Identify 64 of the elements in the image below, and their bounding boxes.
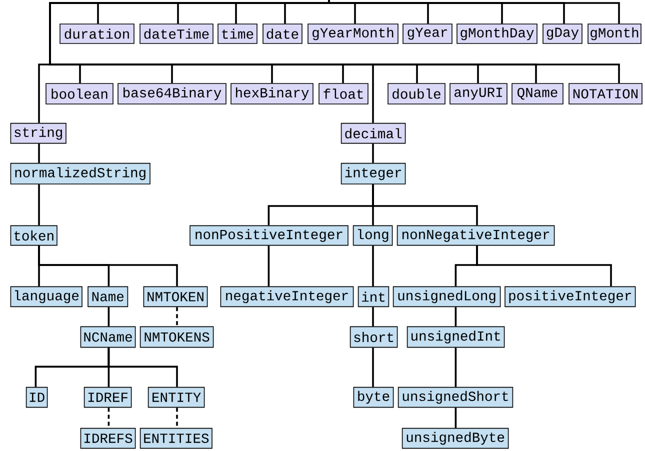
type-box: NCName xyxy=(80,326,136,348)
type-box: unsignedInt xyxy=(406,326,505,348)
type-box: NMTOKENS xyxy=(140,326,214,348)
type-box: nonNegativeInteger xyxy=(396,225,555,246)
type-box: anyURI xyxy=(450,83,508,104)
type-box: gYear xyxy=(402,24,452,44)
dashed-connector xyxy=(176,408,178,428)
type-box: integer xyxy=(340,162,406,184)
connector-line xyxy=(372,246,374,286)
connector-line xyxy=(372,144,374,163)
connector-line xyxy=(49,0,374,123)
type-box: unsignedShort xyxy=(398,386,514,408)
connector-line xyxy=(38,144,40,163)
type-box: unsignedByte xyxy=(402,428,509,449)
connector-line xyxy=(476,246,612,286)
type-box: long xyxy=(352,225,393,246)
type-box: language xyxy=(10,286,82,308)
type-box: NOTATION xyxy=(568,83,642,104)
type-box: base64Binary xyxy=(118,83,226,104)
type-box: gMonthDay xyxy=(456,24,538,44)
type-box: duration xyxy=(60,24,134,44)
type-box: hexBinary xyxy=(230,83,314,104)
type-box: IDREFS xyxy=(80,428,136,449)
connector-line xyxy=(372,348,374,387)
connector-line xyxy=(108,307,110,326)
type-box: IDREF xyxy=(84,386,132,408)
type-box: dateTime xyxy=(140,24,214,44)
type-box: double xyxy=(388,83,446,104)
type-box: short xyxy=(350,326,398,348)
connector-line xyxy=(268,246,270,286)
type-box: float xyxy=(318,83,368,104)
connector-line xyxy=(328,0,620,24)
connector-line xyxy=(454,307,457,326)
connector-line xyxy=(454,408,457,428)
type-box: ENTITY xyxy=(148,386,205,408)
type-box: unsignedLong xyxy=(392,286,501,308)
connector-line xyxy=(38,184,40,226)
type-box: ENTITIES xyxy=(140,428,212,449)
type-box: gMonth xyxy=(588,24,642,44)
type-box: time xyxy=(218,24,258,44)
connector-line xyxy=(454,348,457,387)
type-box: normalizedString xyxy=(10,162,150,184)
type-box: NMTOKEN xyxy=(143,286,208,308)
type-box: Name xyxy=(88,286,128,308)
dashed-connector xyxy=(108,408,110,428)
type-box: gYearMonth xyxy=(308,24,398,44)
type-box: token xyxy=(10,225,58,246)
type-box: decimal xyxy=(340,122,406,144)
type-box: date xyxy=(262,24,302,44)
connector-line xyxy=(108,348,178,387)
type-box: int xyxy=(358,286,390,308)
type-box: positiveInteger xyxy=(504,286,636,308)
dashed-connector xyxy=(176,307,178,326)
type-box: boolean xyxy=(46,83,114,104)
connector-line xyxy=(372,184,478,226)
type-box: string xyxy=(10,122,66,144)
connector-line xyxy=(38,246,178,286)
type-box: QName xyxy=(512,83,564,104)
type-box: negativeInteger xyxy=(220,286,354,308)
type-box: byte xyxy=(353,386,394,408)
type-box: ID xyxy=(26,386,48,408)
connector-line xyxy=(372,307,374,326)
type-box: nonPositiveInteger xyxy=(190,225,348,246)
type-box: gDay xyxy=(542,24,582,44)
